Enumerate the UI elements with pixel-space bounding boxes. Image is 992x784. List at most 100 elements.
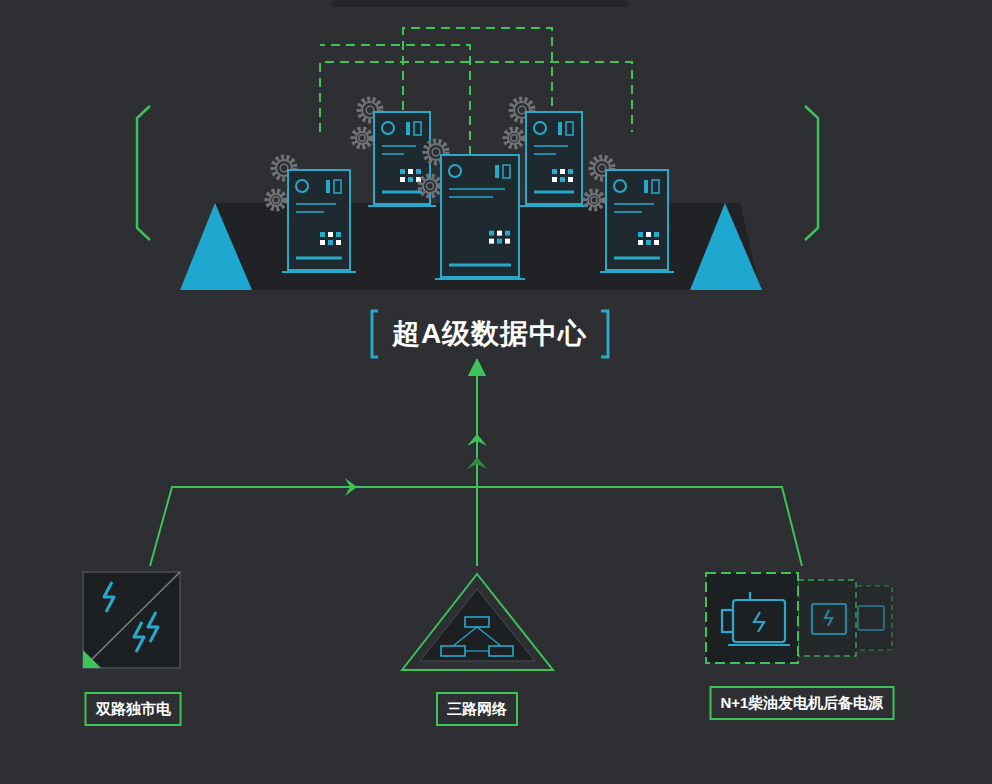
illustration-part [503,165,510,178]
bracket [805,106,818,240]
illustration-part [134,622,144,652]
illustration-part [374,112,430,204]
illustration-part [408,177,413,182]
illustration-part [654,240,659,245]
datacenter-title-node: 超A级数据中心 [378,309,602,359]
dashed-link [320,28,632,155]
illustration-part [432,148,440,156]
illustration-part [282,271,356,273]
illustration-part [722,610,733,632]
bracket [137,106,150,240]
power-network-link [150,360,477,566]
illustration-part [489,646,513,656]
illustration-part [423,179,437,193]
illustration-part [505,239,510,244]
illustration-part [414,122,421,135]
illustration-part [104,582,158,652]
illustration-part [320,62,632,132]
illustration-part [588,194,600,206]
illustration-part [585,191,603,209]
illustration-part [552,177,557,182]
illustration-part [273,197,279,203]
chevron [345,478,357,496]
illustration-part [812,604,846,634]
illustration-part [382,191,422,194]
illustration-part [400,169,405,174]
illustration-part [728,644,790,646]
illustration-part [652,180,659,193]
illustration-part [382,145,416,147]
illustration-part [400,177,405,182]
illustration-part [798,580,856,656]
illustration-part [505,129,523,147]
illustration-part [320,232,325,237]
illustration-part [270,194,282,206]
title-label: 超A级数据中心 [378,309,601,359]
illustration-part [477,627,501,646]
source-node: 双路独市电 [72,566,194,726]
illustration-part [638,240,643,245]
illustration-part [465,617,489,627]
illustration-part [427,183,434,190]
illustration-part [320,240,325,245]
illustration-part [534,122,546,134]
title-bracket [601,311,608,357]
illustration-part [654,232,659,237]
illustration-part [749,592,751,600]
illustration-part [449,165,461,177]
illustration-part [518,106,526,114]
illustration-part [280,164,288,172]
chevron [467,457,487,469]
illustration-part [336,240,341,245]
top-bar [332,0,628,7]
illustration-part [83,650,101,668]
illustration-part [497,231,502,236]
illustration-part [441,155,519,277]
power-icon [83,572,180,668]
triangle-support [180,203,252,290]
illustration-part [441,646,465,656]
illustration-part [534,191,574,194]
illustration-part [288,170,350,270]
illustration-part [508,132,520,144]
server-group [267,99,674,279]
illustration-part [353,129,371,147]
illustration-part [858,606,884,630]
illustration-part [534,145,568,147]
network-icon [402,574,553,670]
illustration-part [328,240,333,245]
source-label: 双路独市电 [85,692,182,726]
illustration-part [497,239,502,244]
illustration-part [600,271,674,273]
illustration-part [406,122,410,135]
illustration-part [566,122,573,135]
illustration-part [505,231,510,236]
illustration-part [465,650,489,651]
illustration-part [359,135,365,141]
illustration-part [558,122,562,135]
illustration-part [646,232,651,237]
illustration-part [591,197,597,203]
illustration-part [449,196,493,198]
illustration-part [453,627,477,646]
illustration-part [526,112,582,204]
illustration-part [560,169,565,174]
illustration-part [489,239,494,244]
illustration-part [614,257,660,260]
illustration-part [614,203,654,205]
illustration-part [382,122,394,134]
illustration-part [420,589,535,661]
illustration-part [382,153,404,155]
illustration-part [328,232,333,237]
illustration-part [420,176,440,196]
illustration-part [403,28,552,110]
illustration-part [520,205,588,207]
illustration-part [606,170,668,270]
illustration-part [334,180,341,193]
illustration-part [825,610,832,626]
illustration-part [511,135,517,141]
illustration-part [706,573,798,663]
